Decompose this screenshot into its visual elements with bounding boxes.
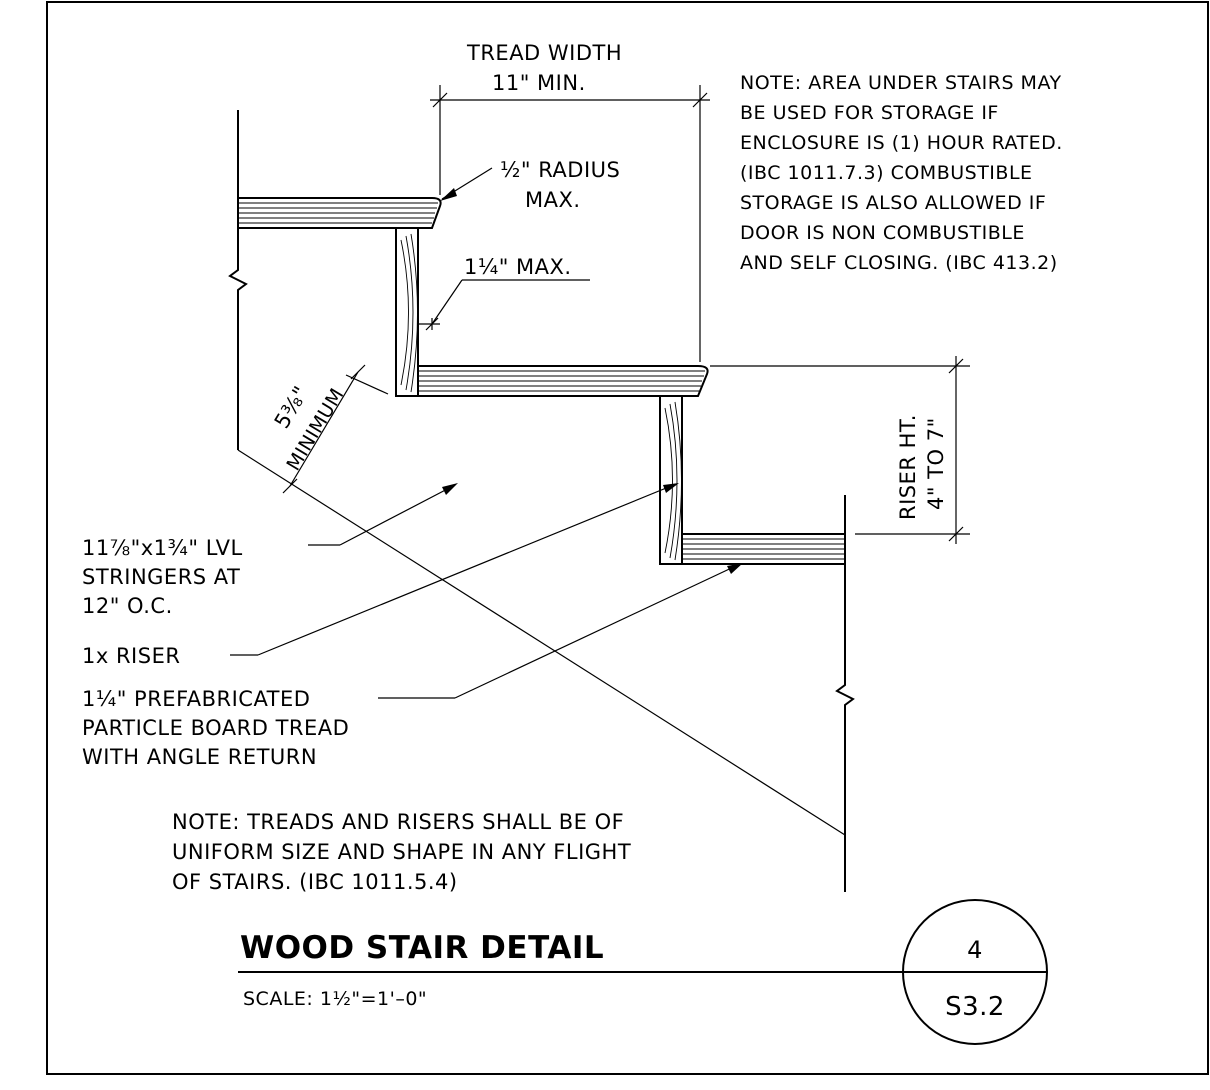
radius-label: ½" RADIUS bbox=[500, 158, 620, 182]
note-bottom-line: NOTE: TREADS AND RISERS SHALL BE OF bbox=[172, 810, 624, 834]
detail-title: WOOD STAIR DETAIL bbox=[240, 930, 604, 966]
note-top-line: AND SELF CLOSING. (IBC 413.2) bbox=[740, 252, 1058, 274]
note-top-line: STORAGE IS ALSO ALLOWED IF bbox=[740, 192, 1046, 214]
right-wall-line bbox=[835, 495, 855, 892]
note-top-line: (IBC 1011.7.3) COMBUSTIBLE bbox=[740, 162, 1033, 184]
lower-riser bbox=[659, 395, 683, 565]
nosing-label: 1¼" MAX. bbox=[464, 255, 572, 279]
note-bottom-line: OF STAIRS. (IBC 1011.5.4) bbox=[172, 870, 458, 894]
tread-leader bbox=[378, 563, 743, 699]
title-block: WOOD STAIR DETAIL SCALE: 1½"=1'–0" 4 S3.… bbox=[238, 899, 1048, 1045]
riser-height-value: 4" TO 7" bbox=[924, 417, 948, 510]
note-top-line: BE USED FOR STORAGE IF bbox=[740, 102, 999, 124]
riser-height-label: RISER HT. bbox=[896, 414, 920, 520]
detail-scale: SCALE: 1½"=1'–0" bbox=[243, 988, 427, 1010]
left-wall-line bbox=[228, 110, 248, 450]
note-top-line: DOOR IS NON COMBUSTIBLE bbox=[740, 222, 1025, 244]
sheet-border bbox=[46, 1, 1209, 1075]
nosing-leader bbox=[418, 279, 590, 331]
tread-width-label: TREAD WIDTH bbox=[466, 41, 622, 65]
tread-width-dimension bbox=[430, 85, 710, 362]
tread-label-line2: PARTICLE BOARD TREAD bbox=[82, 716, 349, 740]
riser-leader bbox=[230, 483, 679, 656]
minimum-dimension bbox=[282, 364, 389, 494]
sheet-number: S3.2 bbox=[945, 992, 1005, 1022]
note-top: NOTE: AREA UNDER STAIRS MAY BE USED FOR … bbox=[740, 72, 1063, 274]
note-top-line: ENCLOSURE IS (1) HOUR RATED. bbox=[740, 132, 1063, 154]
riser-height-dimension bbox=[710, 356, 970, 544]
riser-label: 1x RISER bbox=[82, 644, 180, 668]
stringers-label-line1: 11⅞"x1¾" LVL bbox=[82, 536, 243, 560]
stringers-label-line3: 12" O.C. bbox=[82, 594, 173, 618]
stringer-bottom-line bbox=[237, 449, 846, 836]
detail-number: 4 bbox=[967, 936, 983, 964]
radius-leader bbox=[440, 167, 493, 201]
stringer-leader bbox=[308, 483, 458, 546]
radius-max-label: MAX. bbox=[525, 188, 581, 212]
tread-label-line3: WITH ANGLE RETURN bbox=[82, 745, 317, 769]
upper-riser bbox=[395, 227, 419, 397]
note-bottom: NOTE: TREADS AND RISERS SHALL BE OF UNIF… bbox=[172, 810, 631, 894]
stringers-label-line2: STRINGERS AT bbox=[82, 565, 240, 589]
upper-tread bbox=[238, 197, 442, 229]
note-top-line: NOTE: AREA UNDER STAIRS MAY bbox=[740, 72, 1062, 94]
tread-label-line1: 1¼" PREFABRICATED bbox=[82, 687, 310, 711]
middle-tread bbox=[418, 365, 709, 397]
lower-tread bbox=[681, 533, 846, 565]
tread-width-value: 11" MIN. bbox=[492, 71, 586, 95]
note-bottom-line: UNIFORM SIZE AND SHAPE IN ANY FLIGHT bbox=[172, 840, 631, 864]
